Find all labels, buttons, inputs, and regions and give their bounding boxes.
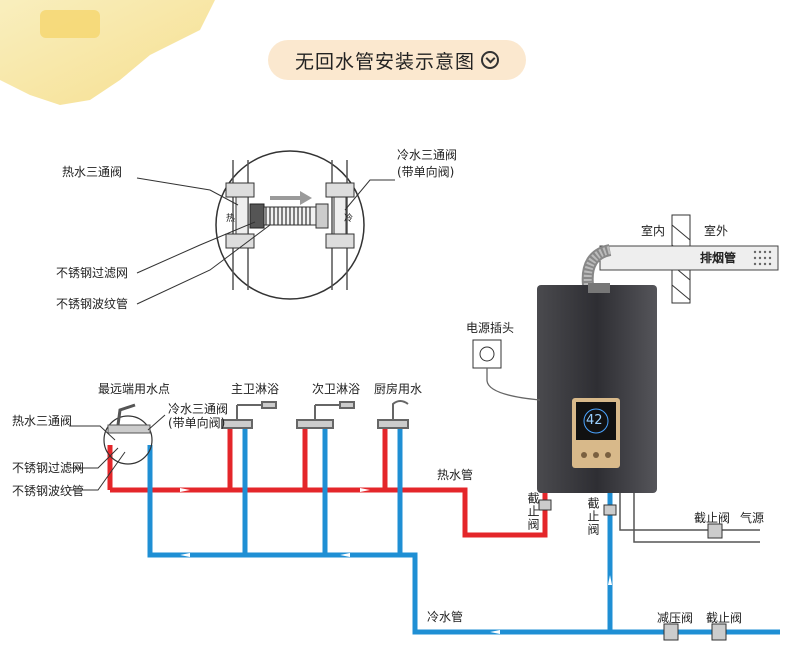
cold-shutoff-valve-label: 截止阀 (586, 497, 600, 536)
chevron-down-icon[interactable] (481, 51, 499, 69)
detail-hot-mark: 热 (226, 214, 236, 224)
heater-display: 42 (586, 413, 603, 428)
title-banner: 无回水管安装示意图 (268, 40, 526, 80)
flue-pipe-label: 排烟管 (700, 251, 737, 265)
second-bath-label: 次卫淋浴 (312, 382, 361, 396)
farthest-point-label: 最远端用水点 (98, 382, 171, 396)
decorative-yellow-device (0, 0, 215, 105)
gas-shutoff-valve-label: 截止阀 (694, 511, 731, 525)
outdoor-label: 室外 (704, 224, 729, 238)
detail-cold-mark: 冷 (344, 214, 354, 224)
main-shutoff-valve-label: 截止阀 (706, 611, 743, 625)
pressure-reducer-label: 减压阀 (657, 611, 694, 625)
detail-filter-label: 不锈钢过滤网 (56, 266, 129, 280)
detail-cold-valve-label: 冷水三通阀 (397, 148, 458, 162)
master-bath-label: 主卫淋浴 (231, 382, 280, 396)
left-hose-label: 不锈钢波纹管 (12, 484, 85, 498)
detail-hose-label: 不锈钢波纹管 (56, 297, 129, 311)
left-cold-valve-note: (带单向阀) (168, 416, 226, 430)
detail-cold-valve-note: (带单向阀) (397, 165, 455, 179)
left-cold-valve-label: 冷水三通阀 (168, 402, 229, 416)
indoor-label: 室内 (641, 224, 666, 238)
gas-source-label: 气源 (740, 511, 765, 525)
hot-shutoff-valve-label: 截止阀 (526, 492, 540, 531)
kitchen-label: 厨房用水 (374, 382, 423, 396)
power-plug-label: 电源插头 (466, 321, 515, 335)
left-filter-label: 不锈钢过滤网 (12, 461, 85, 475)
hot-pipe-label: 热水管 (437, 468, 474, 482)
cold-pipe-label: 冷水管 (427, 610, 464, 624)
left-hot-valve-label: 热水三通阀 (12, 414, 73, 428)
detail-hot-valve-label: 热水三通阀 (62, 165, 123, 179)
diagram-title: 无回水管安装示意图 (294, 50, 475, 73)
